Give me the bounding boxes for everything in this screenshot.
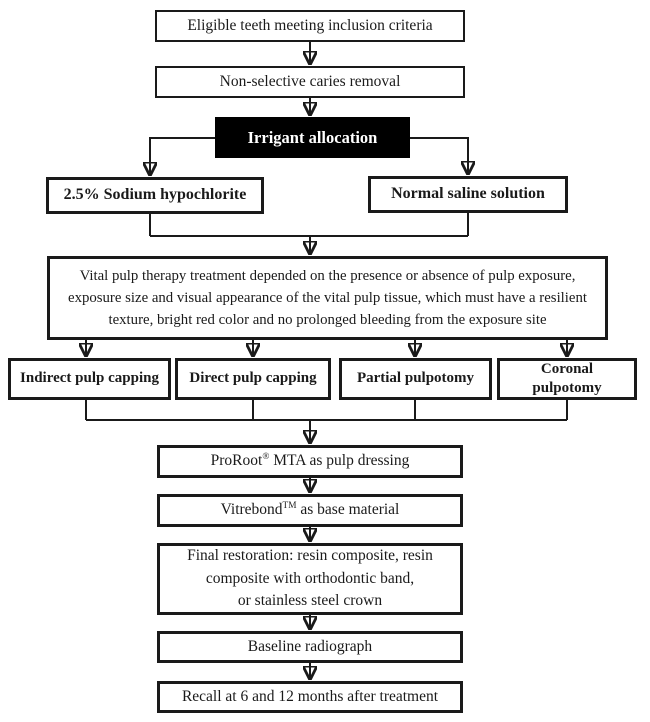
node-label-line: or stainless steel crown <box>237 592 383 610</box>
node-irrigant-allocation: Irrigant allocation <box>215 117 410 158</box>
node-label-line: Vital pulp therapy treatment depended on… <box>79 267 576 284</box>
node-label: Normal saline solution <box>391 185 545 203</box>
node-proroot-mta: ProRoot® MTA as pulp dressing <box>157 445 463 478</box>
node-label: 2.5% Sodium hypochlorite <box>63 186 247 204</box>
node-recall: Recall at 6 and 12 months after treatmen… <box>157 681 463 713</box>
node-label: Partial pulpotomy <box>356 370 475 387</box>
node-label: Coronal pulpotomy <box>532 360 602 397</box>
node-normal-saline: Normal saline solution <box>368 176 568 213</box>
node-label: VitrebondTM as base material <box>220 501 400 519</box>
node-label: Recall at 6 and 12 months after treatmen… <box>181 687 439 705</box>
node-label-line: composite with orthodontic band, <box>205 569 415 587</box>
node-partial-pulpotomy: Partial pulpotomy <box>339 358 492 400</box>
node-coronal-pulpotomy: Coronal pulpotomy <box>497 358 637 400</box>
node-eligible-teeth: Eligible teeth meeting inclusion criteri… <box>155 10 465 42</box>
registered-trademark-symbol: ® <box>262 452 270 463</box>
node-label: Baseline radiograph <box>247 637 373 655</box>
connector-treatment-merge <box>85 400 568 421</box>
node-direct-pulp-capping: Direct pulp capping <box>175 358 331 400</box>
node-label: Irrigant allocation <box>247 127 378 147</box>
arrow-irrigant-hypochlorite <box>150 137 215 174</box>
node-sodium-hypochlorite: 2.5% Sodium hypochlorite <box>46 177 264 214</box>
node-baseline-radiograph: Baseline radiograph <box>157 631 463 663</box>
connector-branch-merge <box>149 213 469 237</box>
arrow-irrigant-saline <box>410 137 468 173</box>
node-label: Eligible teeth meeting inclusion criteri… <box>187 16 433 34</box>
node-label: Direct pulp capping <box>189 370 317 387</box>
node-label: Non-selective caries removal <box>219 72 401 90</box>
node-label: ProRoot® MTA as pulp dressing <box>210 452 410 470</box>
node-final-restoration: Final restoration: resin composite, resi… <box>157 543 463 615</box>
node-label-line: exposure size and visual appearance of t… <box>68 289 587 306</box>
node-label-line: texture, bright red color and no prolong… <box>108 312 547 329</box>
node-label: Indirect pulp capping <box>20 370 159 387</box>
trademark-symbol: TM <box>282 501 297 512</box>
node-vitrebond-base: VitrebondTM as base material <box>157 494 463 527</box>
node-vital-pulp-therapy: Vital pulp therapy treatment depended on… <box>47 256 608 340</box>
node-indirect-pulp-capping: Indirect pulp capping <box>8 358 171 400</box>
node-caries-removal: Non-selective caries removal <box>155 66 465 98</box>
node-label-line: Final restoration: resin composite, resi… <box>187 547 433 565</box>
